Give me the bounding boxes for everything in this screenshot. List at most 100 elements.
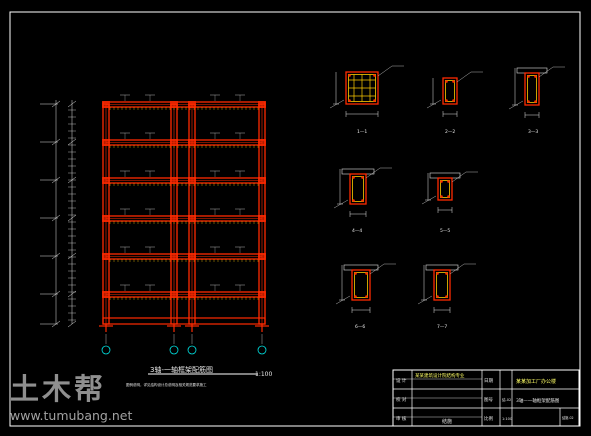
section-stirrup	[445, 80, 455, 102]
ground-beam	[102, 317, 266, 325]
section-rebar	[445, 272, 448, 275]
dimension-tick	[51, 214, 61, 222]
section-rebar	[436, 272, 439, 275]
section-slab	[425, 264, 459, 271]
frame-joint	[170, 177, 178, 184]
section-outline	[442, 77, 458, 105]
section-outline	[433, 269, 451, 301]
section-slab	[343, 264, 379, 271]
dimension-tick	[51, 290, 61, 298]
sheet-label: 结施	[442, 418, 452, 425]
dimension-tick	[67, 214, 77, 222]
section-rebar	[527, 100, 530, 103]
section-rebar	[445, 99, 448, 102]
title-label-review: 审 核	[396, 415, 407, 422]
section-label-5: 5—5	[440, 228, 450, 234]
section-rebar	[452, 80, 455, 83]
frame-elevation	[99, 94, 269, 332]
project-name: 某某加工厂办公楼	[516, 378, 556, 385]
title-label-number: 图号	[484, 397, 493, 403]
section-leader	[365, 167, 381, 179]
frame-joint	[258, 139, 266, 146]
frame-joint	[102, 101, 110, 108]
frame-joint	[170, 253, 178, 260]
section-rebar	[452, 99, 455, 102]
axis-bubble	[187, 345, 197, 355]
frame-joint	[102, 215, 110, 222]
frame-joint	[188, 215, 196, 222]
section-detail	[333, 167, 392, 217]
title-label-check: 校 对	[396, 396, 407, 403]
section-leader	[335, 295, 351, 305]
section-rebar	[445, 80, 448, 83]
section-detail	[421, 171, 478, 213]
section-rebar	[365, 272, 368, 275]
section-label-3: 3—3	[528, 129, 538, 135]
sheet-number: 结施-02	[562, 415, 574, 420]
frame-joint	[188, 101, 196, 108]
section-rebar	[447, 180, 450, 183]
dimension-tick	[51, 252, 61, 260]
dimension-tick	[51, 320, 61, 328]
section-detail	[508, 66, 565, 118]
axis-bubble	[101, 345, 111, 355]
frame-joint	[170, 101, 178, 108]
section-rebar	[352, 176, 355, 179]
watermark: 土木帮 www.tumubang.net	[10, 372, 132, 423]
section-outline	[524, 72, 540, 106]
section-rebar	[445, 295, 448, 298]
section-leader	[417, 295, 433, 305]
design-institute: 某某建筑设计院结构专业	[415, 372, 465, 379]
section-leader	[508, 100, 524, 110]
section-rebar	[447, 195, 450, 198]
dimension-tick	[67, 138, 77, 146]
section-rebar	[348, 99, 351, 102]
title-label-design: 设 计	[396, 377, 407, 384]
section-outline	[349, 173, 367, 205]
frame-joint	[188, 253, 196, 260]
frame-joint	[102, 291, 110, 298]
axis-bubble	[169, 345, 179, 355]
section-rebar	[436, 295, 439, 298]
frame-title: 3轴-一轴框架配筋图	[150, 365, 213, 374]
section-leader	[426, 99, 442, 109]
section-rebar	[354, 295, 357, 298]
dimension-tick	[67, 320, 77, 328]
section-label-7: 7—7	[437, 324, 447, 330]
section-rebar	[440, 180, 443, 183]
section-rebar	[365, 295, 368, 298]
frame-joint	[258, 177, 266, 184]
section-leader	[369, 263, 385, 275]
title-value-number: 结-02	[502, 397, 511, 402]
title-label-date: 日期	[484, 378, 493, 384]
section-rebar	[373, 99, 376, 102]
section-outline	[437, 177, 453, 201]
section-stirrup	[354, 272, 368, 298]
section-rebar	[534, 75, 537, 78]
section-rebar	[440, 195, 443, 198]
section-detail	[329, 65, 404, 117]
watermark-url: www.tumubang.net	[10, 408, 132, 423]
section-label-2: 2—2	[445, 129, 455, 135]
section-rebar	[352, 199, 355, 202]
section-leader	[538, 66, 554, 78]
section-detail	[426, 71, 483, 117]
frame-note: 图例说明，详见结构设计总说明及相关规范要求施工	[126, 382, 207, 387]
section-rebar	[527, 75, 530, 78]
section-rebar	[354, 272, 357, 275]
section-slab	[341, 168, 375, 175]
frame-joint	[258, 253, 266, 260]
section-rebar	[361, 176, 364, 179]
drawing-name: 3轴—一轴框架配筋图	[516, 397, 560, 404]
section-leader	[377, 65, 393, 77]
section-leader	[333, 199, 349, 209]
frame-joint	[102, 139, 110, 146]
axis-markers	[101, 334, 267, 355]
frame-joint	[188, 139, 196, 146]
dimension-tick	[51, 100, 61, 108]
section-outline	[345, 71, 379, 105]
section-outline	[351, 269, 371, 301]
section-detail	[417, 263, 476, 313]
section-rebar	[361, 199, 364, 202]
